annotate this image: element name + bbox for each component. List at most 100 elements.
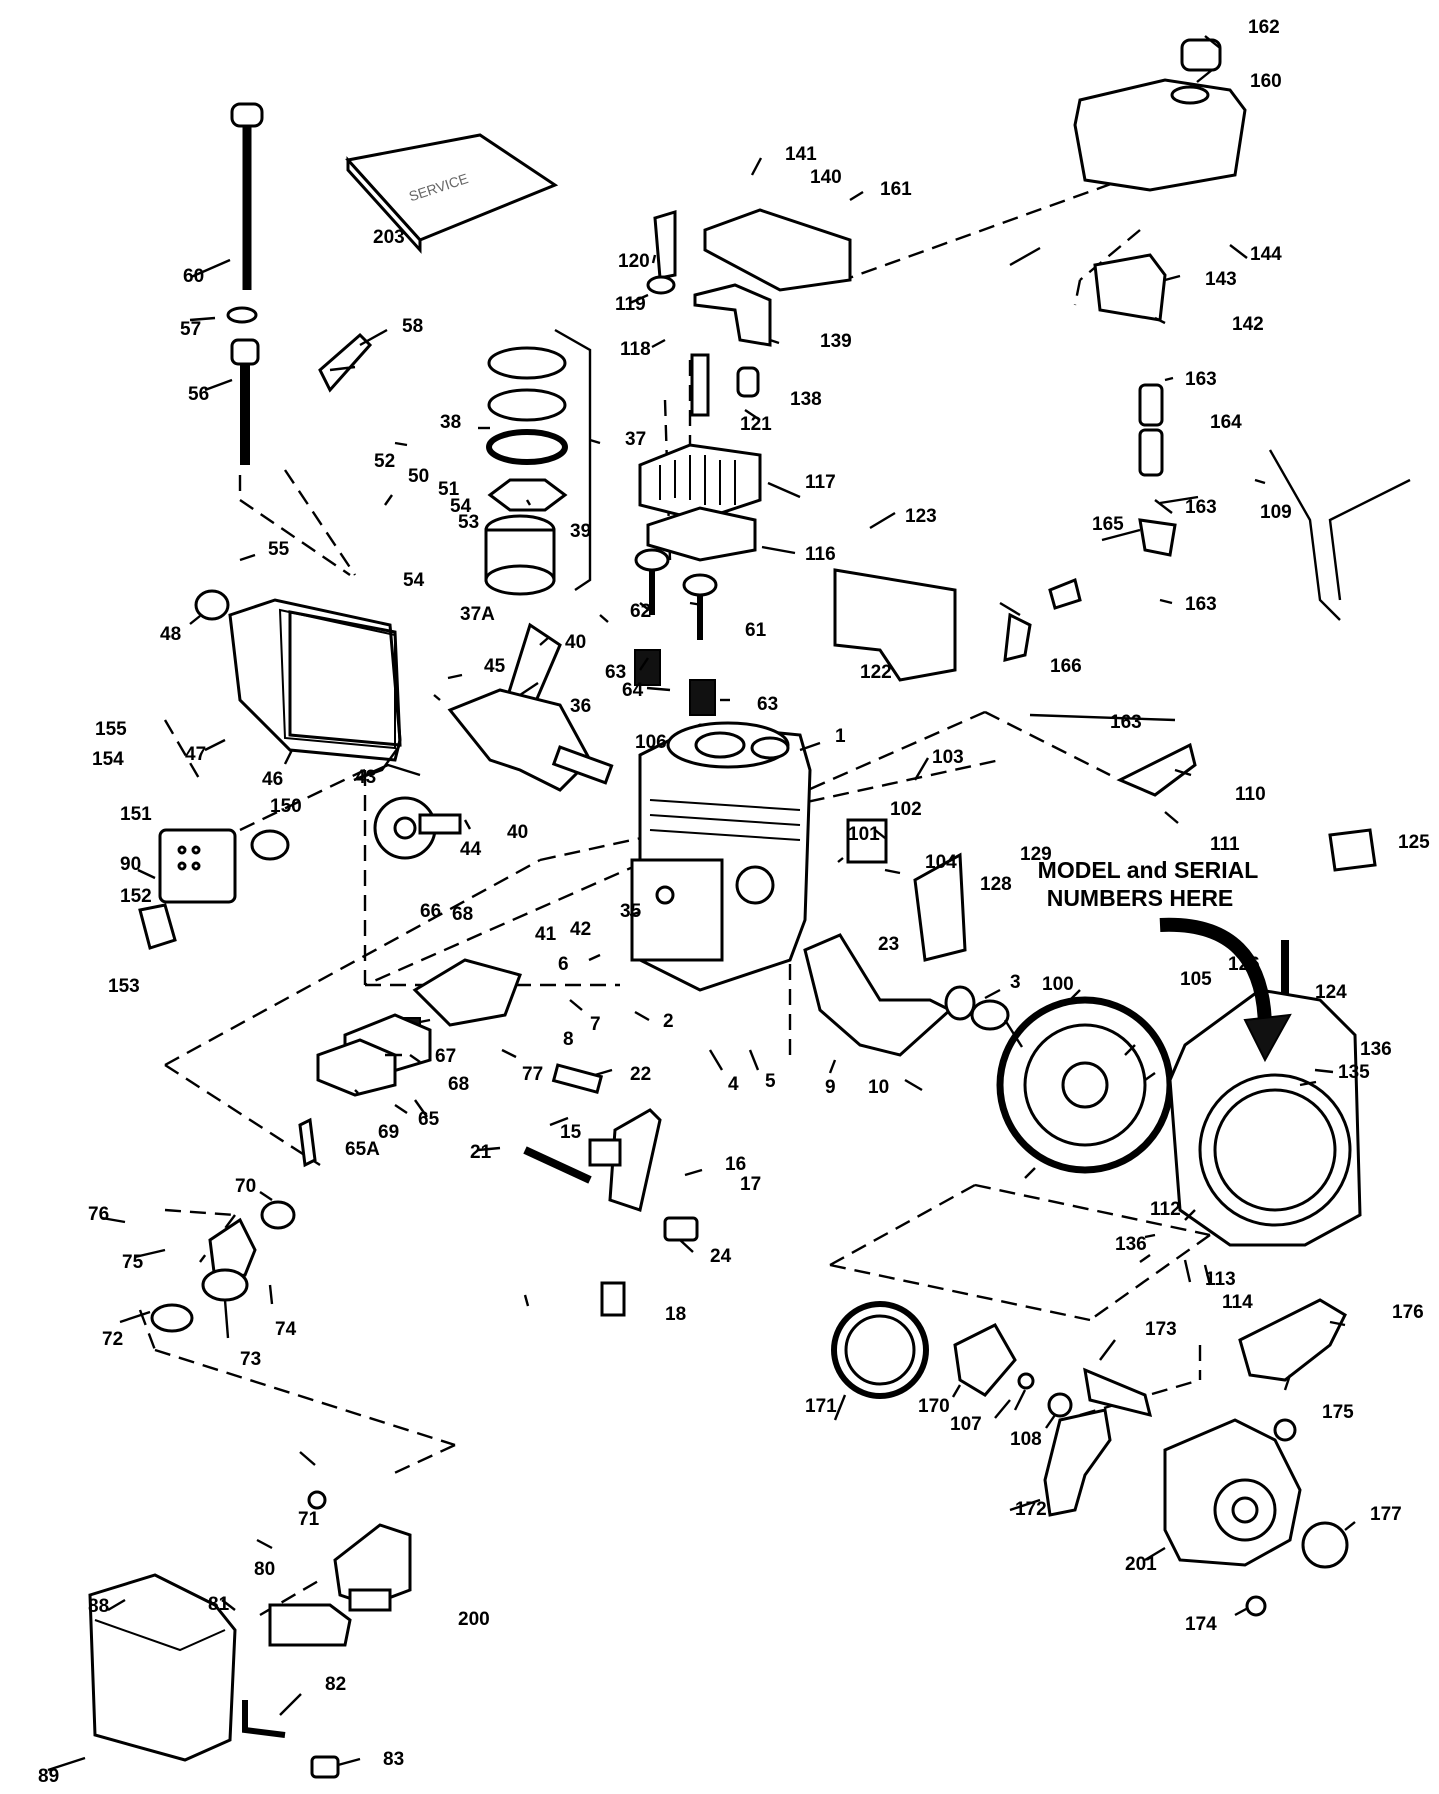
- part-number-label: 129: [1020, 844, 1052, 865]
- part-number-label: 103: [932, 747, 964, 768]
- part-number-label: 24: [710, 1246, 732, 1267]
- part-number-label: 73: [240, 1349, 261, 1370]
- part-number-label: 54: [403, 570, 425, 591]
- part-number-label: 120: [618, 251, 650, 272]
- part-number-label: 41: [535, 924, 557, 945]
- part-number-label: 56: [188, 384, 209, 405]
- leader-lines: [47, 35, 1356, 1772]
- part-number-label: 105: [1180, 969, 1212, 990]
- part-number-label: 163: [1185, 369, 1217, 390]
- part-number-label: 175: [1322, 1402, 1354, 1423]
- part-number-label: 114: [1222, 1292, 1253, 1313]
- part-number-label: 170: [918, 1396, 950, 1417]
- part-number-label: 136: [1360, 1039, 1392, 1060]
- part-number-label: 36: [570, 696, 591, 717]
- part-number-label: 163: [1110, 712, 1142, 733]
- part-number-label: 39: [570, 521, 591, 542]
- part-number-label: 43: [355, 767, 376, 788]
- part-number-label: 100: [1042, 974, 1074, 995]
- part-number-label: 110: [1235, 784, 1266, 805]
- part-number-label: 77: [522, 1064, 543, 1085]
- part-number-label: 6: [558, 954, 569, 975]
- part-number-label: 118: [620, 339, 651, 360]
- part-number-label: 144: [1250, 244, 1282, 265]
- part-number-label: 72: [102, 1329, 123, 1350]
- part-number-label: 38: [440, 412, 461, 433]
- part-number-label: 140: [810, 167, 842, 188]
- part-number-label: 17: [740, 1174, 761, 1195]
- part-number-label: 108: [1010, 1429, 1042, 1450]
- part-number-label: 80: [254, 1559, 275, 1580]
- part-number-label: 174: [1185, 1614, 1217, 1635]
- part-number-label: 8: [563, 1029, 574, 1050]
- part-number-label: 89: [38, 1766, 59, 1787]
- part-number-label: 10: [868, 1077, 889, 1098]
- model-serial-note-line1: MODEL and SERIAL: [1038, 857, 1259, 883]
- part-number-label: 55: [268, 539, 290, 560]
- part-number-label: 141: [785, 144, 817, 165]
- part-number-label: 200: [458, 1609, 490, 1630]
- part-number-label: 104: [925, 852, 957, 873]
- part-number-label: 163: [1185, 497, 1217, 518]
- part-number-label: 76: [88, 1204, 109, 1225]
- part-number-label: 68: [452, 904, 473, 925]
- part-number-label: 64: [622, 680, 644, 701]
- part-number-label: 5: [765, 1071, 776, 1092]
- part-number-label: 122: [860, 662, 892, 683]
- part-number-label: 4: [728, 1074, 739, 1095]
- part-number-label: 160: [1250, 71, 1282, 92]
- part-number-label: 45: [484, 656, 506, 677]
- part-number-label: 123: [905, 506, 937, 527]
- part-number-label: 117: [805, 472, 836, 493]
- part-number-label: 46: [262, 769, 283, 790]
- part-number-label: 9: [825, 1077, 836, 1098]
- part-number-label: 135: [1338, 1062, 1370, 1083]
- part-number-label: 54: [450, 496, 472, 517]
- part-number-label: 65: [418, 1109, 440, 1130]
- part-number-label: 111: [1210, 834, 1240, 855]
- part-number-label: 201: [1125, 1554, 1157, 1575]
- part-number-label: 101: [848, 824, 880, 845]
- part-number-label: 90: [120, 854, 141, 875]
- part-number-label: 40: [507, 822, 528, 843]
- part-number-label: 203: [373, 227, 405, 248]
- part-number-label: 50: [408, 466, 429, 487]
- part-number-label: 119: [615, 294, 646, 315]
- part-number-label: 153: [108, 976, 140, 997]
- part-number-label: 3: [1010, 972, 1021, 993]
- part-number-label: 75: [122, 1252, 144, 1273]
- part-number-label: 40: [565, 632, 586, 653]
- part-number-label: 177: [1370, 1504, 1402, 1525]
- part-number-label: 124: [1315, 982, 1347, 1003]
- part-number-label: 69: [378, 1122, 399, 1143]
- part-number-label: 18: [665, 1304, 686, 1325]
- part-number-label: 61: [745, 620, 767, 641]
- part-number-label: 37A: [460, 604, 495, 625]
- part-number-label: 7: [590, 1014, 601, 1035]
- model-serial-note-line2: NUMBERS HERE: [1047, 885, 1234, 911]
- part-number-label: 155: [95, 719, 127, 740]
- part-number-label: 116: [805, 544, 836, 565]
- part-number-label: 23: [878, 934, 899, 955]
- part-number-label: 53: [458, 512, 479, 533]
- part-number-label: 165: [1092, 514, 1124, 535]
- part-number-label: 66: [420, 901, 441, 922]
- part-number-label: 112: [1150, 1199, 1181, 1220]
- part-number-label: 81: [208, 1594, 230, 1615]
- part-number-label: 166: [1050, 656, 1082, 677]
- part-number-label: 150: [270, 796, 302, 817]
- part-number-label: 109: [1260, 502, 1292, 523]
- part-number-label: 42: [570, 919, 591, 940]
- part-number-label: 68: [448, 1074, 469, 1095]
- part-number-label: 176: [1392, 1302, 1424, 1323]
- part-number-label: 44: [460, 839, 482, 860]
- part-number-label: 37: [625, 429, 646, 450]
- part-number-label: 106: [635, 732, 667, 753]
- part-number-label: 51: [438, 479, 460, 500]
- part-number-label: 65A: [345, 1139, 380, 1160]
- part-number-label: 21: [470, 1142, 492, 1163]
- part-number-label: 63: [605, 662, 626, 683]
- part-number-label: 173: [1145, 1319, 1177, 1340]
- part-number-label: 121: [740, 414, 772, 435]
